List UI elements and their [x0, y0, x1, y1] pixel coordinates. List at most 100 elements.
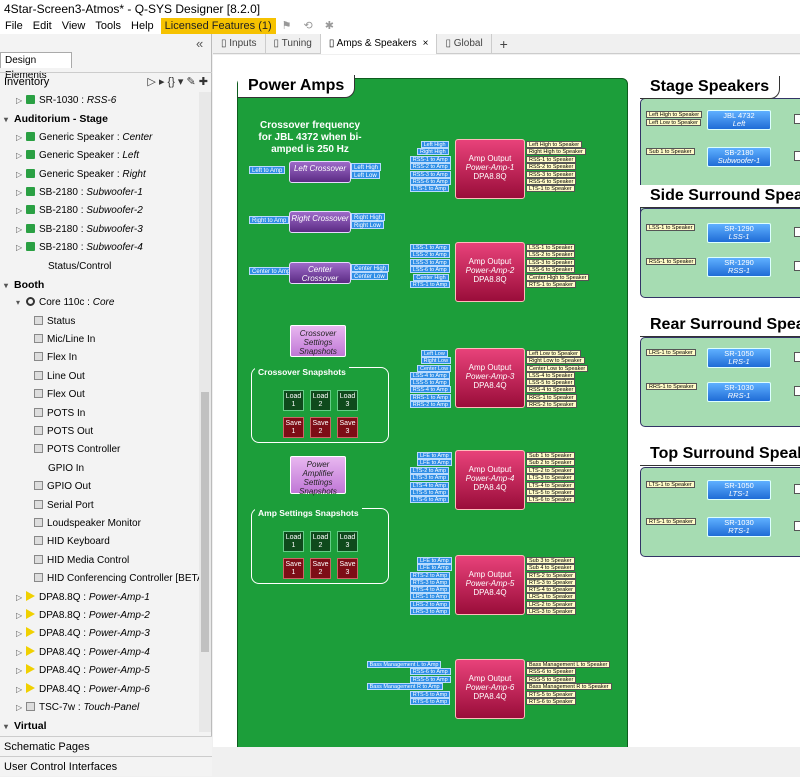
snapshot-load-button[interactable]: Load 1: [283, 531, 304, 552]
expand-arrow-icon[interactable]: ▷: [16, 647, 23, 657]
snapshot-save-button[interactable]: Save 3: [337, 558, 358, 579]
amp-input-tag[interactable]: LSS-2 to Amp: [409, 251, 450, 259]
amp-input-tag[interactable]: RTS-3 to Amp: [409, 578, 451, 586]
expand-arrow-icon[interactable]: ▷: [16, 224, 23, 234]
tree-item[interactable]: Flex Out: [0, 386, 198, 404]
snapshot-load-button[interactable]: Load 3: [337, 390, 358, 411]
amp-input-tag[interactable]: RSS-2 to Amp: [409, 163, 451, 171]
menu-file[interactable]: File: [5, 20, 23, 32]
amp-output-tag[interactable]: LSS-4 to Speaker: [526, 371, 576, 379]
tree-group-header[interactable]: ▾Booth: [0, 276, 198, 294]
amp-output-tag[interactable]: Bass Management L to Speaker: [526, 661, 611, 668]
amp-output-tag[interactable]: Bass Management R to Speaker: [526, 683, 612, 691]
speaker-mini-icon[interactable]: [794, 227, 800, 237]
amp-input-tag[interactable]: RSS-4 to Amp: [409, 386, 451, 394]
snapshot-save-button[interactable]: Save 2: [310, 558, 331, 579]
amp-output-tag[interactable]: LSS-3 to Speaker: [526, 258, 576, 266]
amp-output-tag[interactable]: RSS-6 to Speaker: [526, 668, 577, 676]
crossover-output-tag[interactable]: Center Low: [351, 272, 388, 280]
tree-group-header[interactable]: ▾Auditorium - Stage: [0, 110, 198, 128]
crossover-block[interactable]: Center Crossover: [289, 262, 351, 284]
expand-arrow-icon[interactable]: ▾: [16, 298, 21, 308]
close-icon[interactable]: ×: [422, 38, 429, 49]
menu-help[interactable]: Help: [131, 20, 154, 32]
schematic-pages-tab[interactable]: Schematic Pages: [0, 736, 212, 756]
amp-input-tag[interactable]: LFE to Amp: [417, 557, 452, 564]
snapshot-save-button[interactable]: Save 1: [283, 558, 304, 579]
crossover-output-tag[interactable]: Center High: [351, 264, 390, 272]
crossover-output-tag[interactable]: Left Low: [351, 171, 380, 179]
expand-arrow-icon[interactable]: ▷: [16, 96, 23, 105]
tree-item[interactable]: Mic/Line In: [0, 331, 198, 349]
amp-input-tag[interactable]: LRS-3 to Amp: [409, 607, 451, 615]
expand-arrow-icon[interactable]: ▷: [16, 702, 23, 712]
amp-output-tag[interactable]: RSS-3 to Speaker: [526, 170, 577, 178]
tab-inputs[interactable]: ▯ Inputs: [213, 34, 266, 54]
expand-arrow-icon[interactable]: ▾: [4, 115, 9, 125]
tree-item[interactable]: POTS Out: [0, 423, 198, 441]
tree-item[interactable]: ▷DPA8.8Q : Power-Amp-1: [0, 589, 198, 607]
tab-global[interactable]: ▯ Global: [437, 34, 492, 54]
amp-input-tag[interactable]: RTS-4 to Amp: [409, 586, 451, 593]
amp-input-tag[interactable]: LRS-2 to Amp: [409, 600, 451, 608]
snapshot-load-button[interactable]: Load 1: [283, 390, 304, 411]
amp-output-tag[interactable]: Left Low to Speaker: [526, 350, 581, 357]
tree-item[interactable]: GPIO In: [0, 460, 198, 478]
tree-item[interactable]: HID Keyboard: [0, 533, 198, 551]
amp-output-tag[interactable]: Center High to Speaker: [526, 273, 590, 281]
tree-item[interactable]: ▷SB-2180 : Subwoofer-1: [0, 184, 198, 202]
menu-tools[interactable]: Tools: [95, 20, 122, 32]
speaker-input-tag[interactable]: Left High to Speaker: [646, 111, 703, 118]
expand-arrow-icon[interactable]: ▷: [16, 666, 23, 676]
amp-settings-snapshots-button[interactable]: Power Amplifier Settings Snapshots: [290, 456, 346, 496]
amp-output-tag[interactable]: RRS-1 to Speaker: [526, 393, 577, 401]
tab-amps-speakers[interactable]: ▯ Amps & Speakers×: [320, 34, 438, 54]
expand-arrow-icon[interactable]: ▷: [16, 132, 23, 142]
amp-input-tag[interactable]: RTS-5 to Amp: [409, 690, 451, 698]
expand-arrow-icon[interactable]: ▷: [16, 243, 23, 253]
expand-arrow-icon[interactable]: ▷: [16, 187, 23, 197]
snapshot-save-button[interactable]: Save 3: [337, 417, 358, 438]
expand-arrow-icon[interactable]: ▾: [4, 280, 9, 290]
amp-output-tag[interactable]: RTS-6 to Speaker: [526, 698, 576, 705]
tree-item[interactable]: Serial Port: [0, 497, 198, 515]
amp-input-tag[interactable]: RRS-1 to Amp: [409, 393, 451, 401]
amp-input-tag[interactable]: RTS-6 to Amp: [409, 698, 451, 705]
speaker-input-tag[interactable]: LRS-1 to Speaker: [646, 349, 696, 356]
amp-input-tag[interactable]: RRS-2 to Amp: [409, 400, 451, 408]
amp-output-tag[interactable]: Sub 1 to Speaker: [526, 452, 575, 459]
amp-output-tag[interactable]: Sub 4 to Speaker: [526, 564, 575, 572]
speaker-input-tag[interactable]: RTS-1 to Speaker: [646, 518, 696, 525]
tree-item[interactable]: ▷DPA8.4Q : Power-Amp-6: [0, 681, 198, 699]
collapse-panel-icon[interactable]: «: [196, 36, 204, 51]
user-control-interfaces-tab[interactable]: User Control Interfaces: [0, 756, 212, 776]
crossover-block[interactable]: Left Crossover: [289, 161, 351, 183]
crossover-output-tag[interactable]: Left High: [351, 163, 382, 171]
puzzle-icon[interactable]: ✱: [324, 20, 334, 32]
amp-output-tag[interactable]: LRS-1 to Speaker: [526, 593, 576, 601]
tree-item[interactable]: ▷TSC-7w : Touch-Panel: [0, 699, 198, 717]
crossover-input-tag[interactable]: Left to Amp: [249, 166, 286, 174]
amp-output-tag[interactable]: RTS-3 to Speaker: [526, 578, 576, 586]
amp-output-tag[interactable]: LTS-3 to Speaker: [526, 474, 575, 482]
speaker-input-tag[interactable]: LSS-1 to Speaker: [646, 224, 696, 231]
amp-input-tag[interactable]: LRS-1 to Amp: [409, 593, 451, 601]
amp-input-tag[interactable]: Left High: [420, 141, 449, 148]
tree-item[interactable]: ▷Generic Speaker : Center: [0, 129, 198, 147]
amp-output-tag[interactable]: Sub 3 to Speaker: [526, 557, 575, 564]
amp-input-tag[interactable]: RSS-3 to Amp: [409, 170, 451, 178]
amp-output-tag[interactable]: RTS-1 to Speaker: [526, 281, 576, 288]
tree-item[interactable]: ▷DPA8.8Q : Power-Amp-2: [0, 607, 198, 625]
licensed-features-button[interactable]: Licensed Features (1): [160, 18, 276, 34]
tree-item[interactable]: Status: [0, 313, 198, 331]
amp-input-tag[interactable]: RSS-5 to Amp: [409, 675, 451, 683]
amp-output-tag[interactable]: LSS-1 to Speaker: [526, 244, 576, 251]
amp-input-tag[interactable]: Right Low: [420, 357, 452, 365]
speaker-input-tag[interactable]: Sub 1 to Speaker: [646, 148, 695, 155]
speaker-mini-icon[interactable]: [794, 386, 800, 396]
crossover-output-tag[interactable]: Right Low: [351, 221, 384, 229]
